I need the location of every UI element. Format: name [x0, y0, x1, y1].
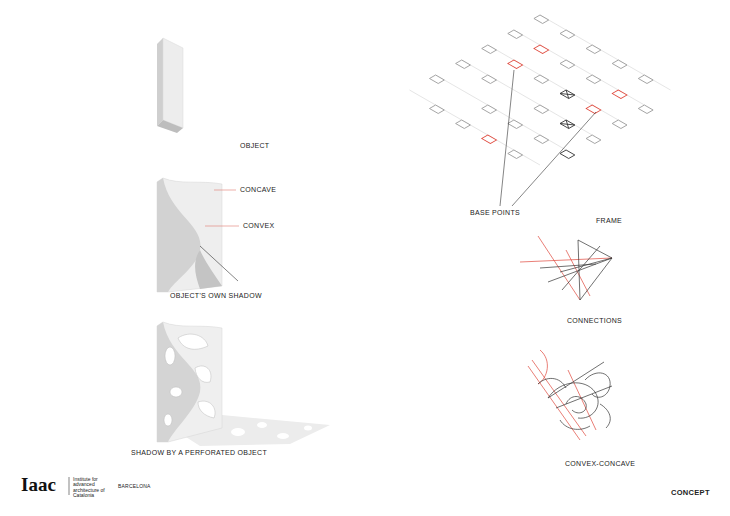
callout-label: CONVEX	[243, 222, 274, 230]
page-heading: CONCEPT	[671, 489, 710, 497]
logo-text: Institute for advanced architecture of C…	[73, 477, 107, 498]
figure-label: OBJECT'S OWN SHADOW	[170, 292, 262, 300]
object-slab	[157, 38, 183, 133]
figure-label: FRAME	[596, 217, 622, 225]
logo-city: BARCELONA	[118, 484, 151, 490]
convex-concave-curves	[528, 350, 612, 440]
figure-label: OBJECT	[240, 142, 269, 150]
figure-label: CONNECTIONS	[567, 317, 622, 325]
logo-mark: Iaac	[21, 475, 56, 496]
logo-divider	[69, 477, 70, 495]
callout-label: BASE POINTS	[470, 209, 520, 217]
perforated-object	[157, 322, 330, 446]
connections-lines	[520, 236, 612, 300]
base-points-leaders	[500, 70, 596, 206]
twisted-object	[157, 178, 239, 292]
frame-grid	[403, 15, 679, 174]
callout-label: CONCAVE	[240, 186, 276, 194]
figure-label: SHADOW BY A PERFORATED OBJECT	[131, 449, 267, 457]
figure-label: CONVEX-CONCAVE	[565, 460, 635, 468]
